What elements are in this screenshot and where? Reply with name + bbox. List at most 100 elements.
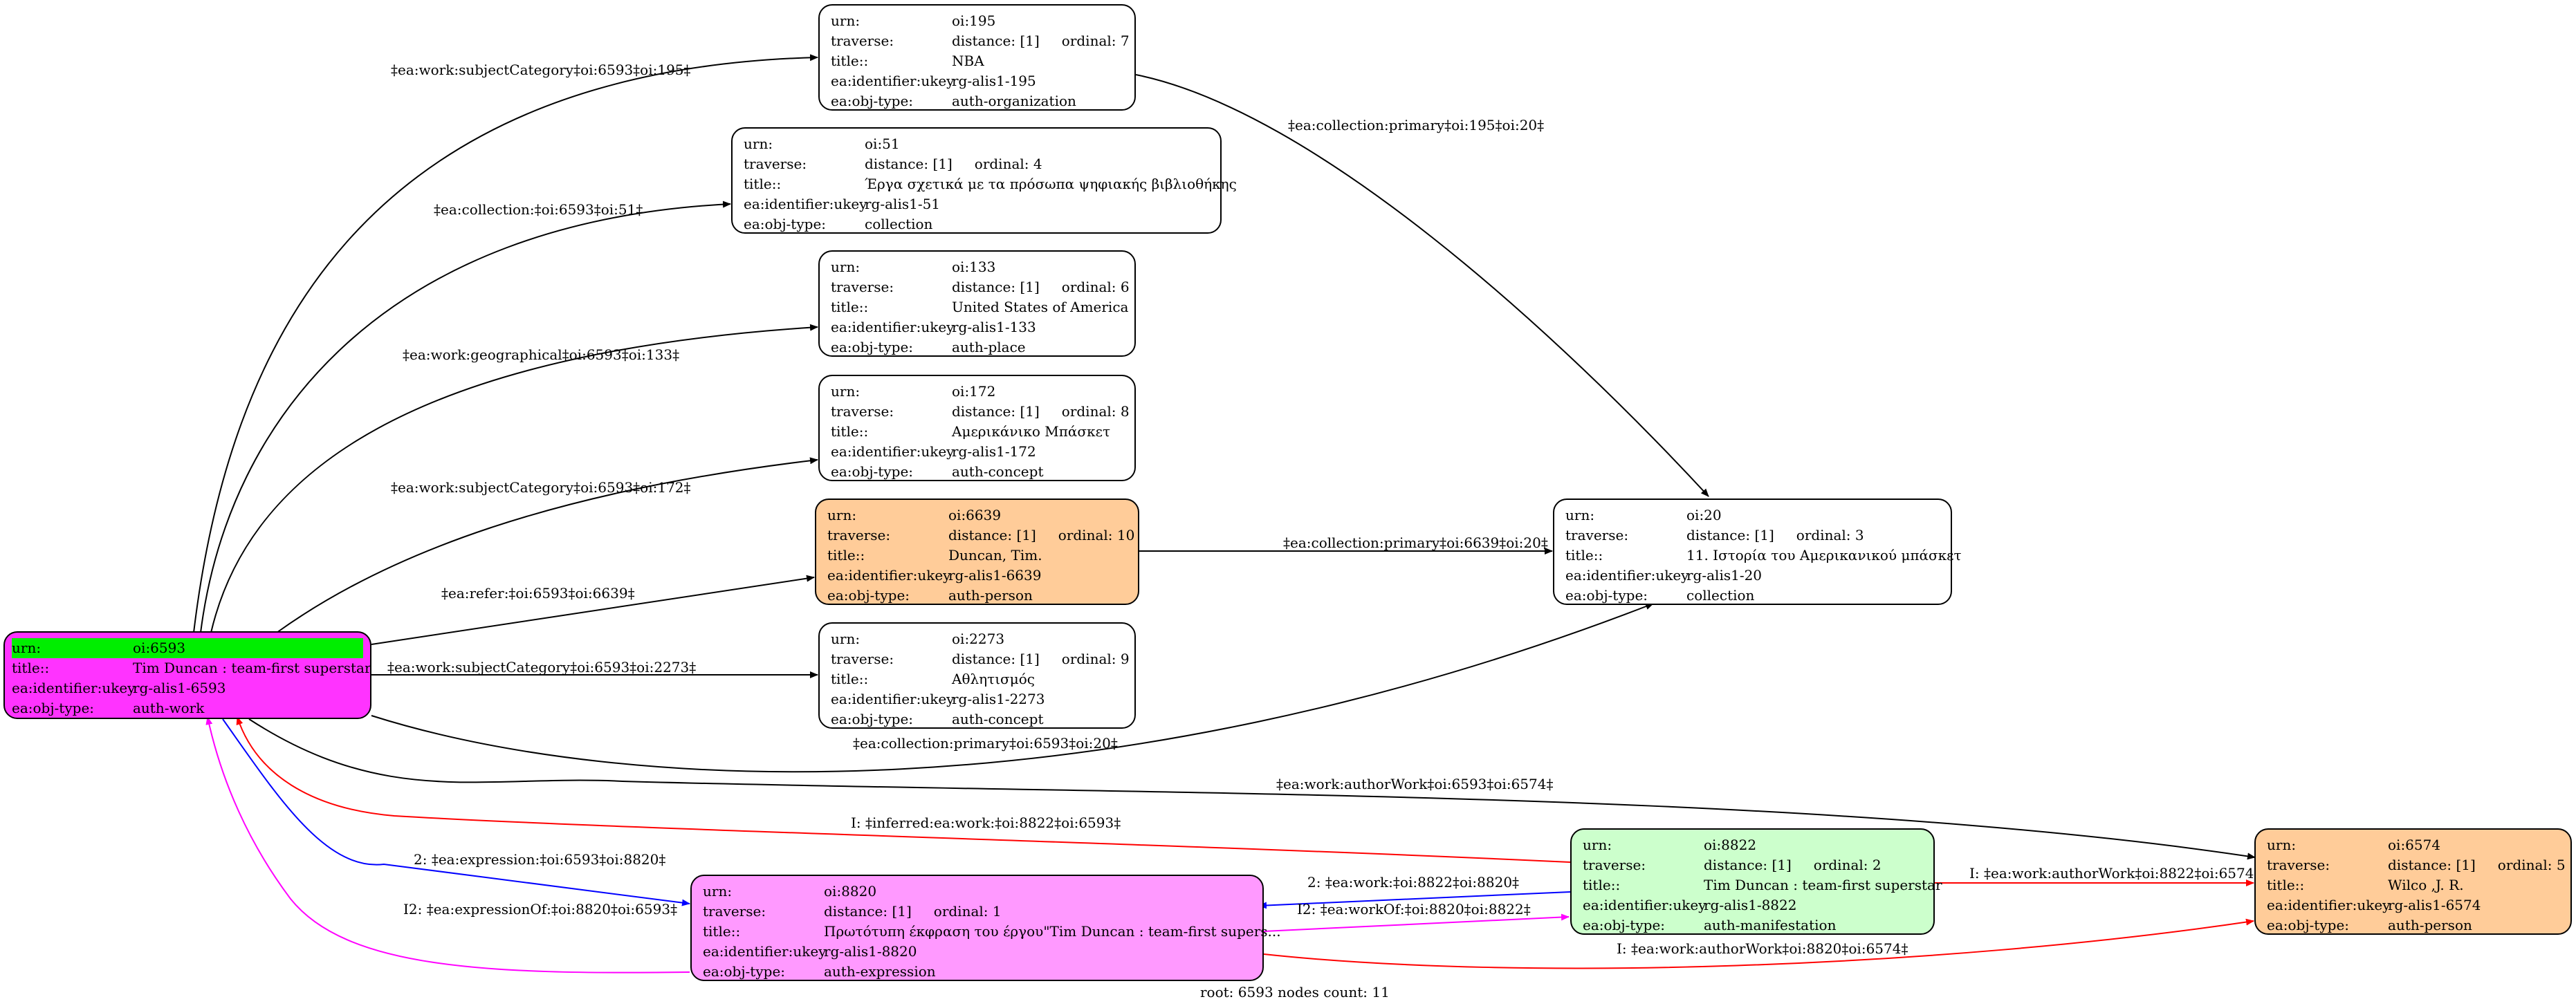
edge-label-author-8820-6574: I: ‡ea:work:authorWork‡oi:8820‡oi:6574‡ (1617, 940, 1908, 957)
node-195[interactable]: urn:oi:195 traverse:distance: [1]ordinal… (818, 4, 1136, 111)
node-2273[interactable]: urn:oi:2273 traverse:distance: [1]ordina… (818, 622, 1136, 729)
label-traverse: traverse: (827, 527, 891, 543)
node-20[interactable]: urn: oi:20 traverse: distance: [1] ordinal:… (1553, 499, 1962, 605)
label-urn: urn: (2267, 837, 2297, 853)
value-distance: distance: [1] (2388, 857, 2476, 873)
label-objtype: ea:obj-type: (831, 339, 914, 355)
label-ukey: ea:identifier:ukey (2267, 897, 2391, 913)
value-ordinal: ordinal: 10 (1058, 527, 1135, 543)
label-urn: urn: (1565, 507, 1595, 523)
value-title: United States of America (952, 299, 1129, 315)
value-traverse: distance: [1] ordinal: 4 (865, 154, 1209, 174)
value-ordinal: ordinal: 4 (974, 156, 1042, 172)
edge-collection-51 (200, 201, 731, 633)
edge-label-workof: I2: ‡ea:workOf:‡oi:8820‡oi:8822‡ (1297, 901, 1531, 917)
row-title: title:: Tim Duncan : team-first supersta… (12, 658, 371, 678)
label-ukey: ea:identifier:ukey (744, 196, 867, 212)
value-objtype: auth-manifestation (1704, 917, 1837, 933)
value-ordinal: ordinal: 7 (1061, 32, 1130, 49)
value-ordinal: ordinal: 6 (1061, 279, 1130, 295)
value-ukey: rg-alis1-6593 (133, 680, 226, 696)
node-51[interactable]: urn:oi:51 traverse:distance: [1]ordinal:… (731, 127, 1237, 234)
label-ukey: ea:identifier:ukey (831, 691, 955, 707)
label-traverse: traverse: (831, 32, 894, 49)
edge-label-work-8822-8820: 2: ‡ea:work:‡oi:8822‡oi:8820‡ (1307, 874, 1519, 891)
row-urn: urn: oi:6593 (12, 638, 363, 658)
edge-expression-6593-8820 (222, 718, 690, 906)
value-traverse: distance: [1]ordinal: 10 (948, 525, 1134, 546)
value-urn: oi:6639 (948, 507, 1002, 523)
value-title: Αθλητισμός (952, 671, 1035, 687)
label-objtype: ea:obj-type: (831, 711, 914, 727)
label-objtype: ea:obj-type: (831, 463, 914, 480)
value-ordinal: ordinal: 1 (933, 903, 1002, 920)
label-ukey: ea:identifier:ukey (831, 443, 955, 460)
edge-label-subcategory-195: ‡ea:work:subjectCategory‡oi:6593‡oi:195‡ (391, 62, 691, 78)
value-title: Tim Duncan : team-first superstar (1704, 877, 1942, 893)
label-ukey: ea:identifier:ukey (703, 943, 827, 960)
edge-primary-195-20 (1135, 74, 1709, 497)
value-urn: oi:8822 (1704, 837, 1757, 853)
value-distance: distance: [1] (1704, 857, 1792, 873)
label-traverse: traverse: (744, 156, 807, 172)
edge-label-refer-6639: ‡ea:refer:‡oi:6593‡oi:6639‡ (441, 585, 635, 602)
row-objtype: ea:obj-type: auth-work (12, 698, 363, 718)
node-8822[interactable]: urn:oi:8822 traverse:distance: [1]ordina… (1570, 828, 1942, 935)
edge-label-subcategory-2273: ‡ea:work:subjectCategory‡oi:6593‡oi:2273… (387, 659, 696, 676)
edge-inferred-8822-6593 (236, 716, 1571, 863)
value-objtype: auth-person (948, 587, 1033, 604)
label-urn: urn: (703, 883, 733, 900)
value-urn: oi:20 (1686, 507, 1722, 523)
label-ukey: ea:identifier:ukey (1565, 567, 1689, 584)
value-title: 11. Ιστορία του Αμερικανικού μπάσκετ (1686, 547, 1962, 563)
value-distance: distance: [1] (865, 156, 953, 172)
label-title: title:: (744, 176, 782, 192)
value-urn: oi:172 (952, 383, 996, 400)
node-6574[interactable]: urn:oi:6574 traverse:distance: [1]ordina… (2254, 828, 2572, 935)
value-urn: oi:195 (952, 12, 996, 29)
label-ukey: ea:identifier:ukey (12, 680, 136, 696)
node-133[interactable]: urn:oi:133 traverse:distance: [1]ordinal… (818, 250, 1136, 357)
node-6639[interactable]: urn:oi:6639 traverse:distance: [1]ordina… (815, 499, 1139, 605)
node-8820[interactable]: urn:oi:8820 traverse:distance: [1]ordina… (690, 875, 1281, 981)
label-title: title:: (2267, 877, 2305, 893)
label-traverse: traverse: (1565, 527, 1629, 543)
value-traverse: distance: [1] ordinal: 3 (1686, 525, 1940, 546)
value-ukey: rg-alis1-6639 (948, 567, 1042, 584)
label-objtype: ea:obj-type: (831, 93, 914, 109)
label-ukey: ea:identifier:ukey (827, 567, 951, 584)
edge-label-expression: 2: ‡ea:expression:‡oi:6593‡oi:8820‡ (414, 851, 665, 868)
value-title: NBA (952, 53, 984, 69)
node-172[interactable]: urn:oi:172 traverse:distance: [1]ordinal… (818, 375, 1136, 481)
label-title: title:: (703, 923, 741, 940)
value-ukey: rg-alis1-8820 (824, 943, 917, 960)
label-title: title:: (831, 53, 869, 69)
label-urn: urn: (744, 136, 773, 152)
value-distance: distance: [1] (1686, 527, 1774, 543)
edge-subcategory-195 (193, 54, 818, 633)
value-title: Αμερικάνικο Μπάσκετ (952, 423, 1111, 440)
edge-work-8822-8820 (1258, 891, 1571, 909)
value-ordinal: ordinal: 9 (1061, 651, 1130, 667)
value-traverse: distance: [1]ordinal: 8 (952, 402, 1130, 422)
edge-label-collection-51: ‡ea:collection:‡oi:6593‡oi:51‡ (434, 201, 643, 218)
value-ordinal: ordinal: 8 (1061, 403, 1130, 420)
label-ukey: ea:identifier:ukey (1583, 897, 1706, 913)
edge-label-primary-6639-20: ‡ea:collection:primary‡oi:6639‡oi:20‡ (1283, 534, 1548, 551)
label-traverse: traverse: (831, 403, 894, 420)
value-title: Duncan, Tim. (948, 547, 1042, 563)
label-objtype: ea:obj-type: (744, 216, 827, 232)
label-title: title:: (831, 299, 869, 315)
value-traverse: distance: [1]ordinal: 1 (824, 902, 1251, 922)
label-objtype: ea:obj-type: (12, 700, 95, 716)
label-traverse: traverse: (831, 279, 894, 295)
value-title: Tim Duncan : team-first superstar (133, 660, 371, 676)
node-root-6593[interactable]: urn: oi:6593 title:: Tim Duncan : team-f… (3, 631, 371, 719)
value-urn: oi:133 (952, 259, 996, 275)
value-title: Έργα σχετικά με τα πρόσωπα ψηφιακής βιβλ… (865, 176, 1237, 192)
value-objtype: auth-work (133, 700, 205, 716)
value-ordinal: ordinal: 3 (1796, 527, 1864, 543)
label-objtype: ea:obj-type: (2267, 917, 2350, 933)
value-urn: oi:6574 (2388, 837, 2441, 853)
value-ukey: rg-alis1-51 (865, 196, 941, 212)
